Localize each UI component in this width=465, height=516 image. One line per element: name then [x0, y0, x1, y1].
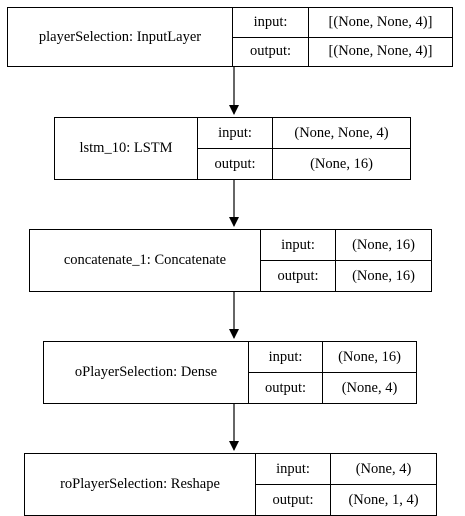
- input-label: input:: [233, 8, 309, 37]
- output-row: output: (None, 4): [249, 372, 416, 403]
- output-label: output:: [233, 37, 309, 66]
- output-shape: (None, 4): [341, 379, 398, 396]
- node-player-selection-input-layer: playerSelection: InputLayer input: [(Non…: [7, 7, 453, 67]
- input-label: input:: [256, 454, 331, 484]
- input-label: input:: [261, 230, 336, 260]
- output-label: output:: [249, 373, 323, 403]
- node-name: playerSelection: InputLayer: [8, 8, 233, 66]
- node-name: concatenate_1: Concatenate: [30, 230, 261, 291]
- input-label: input:: [249, 342, 323, 372]
- node-ro-player-selection-reshape: roPlayerSelection: Reshape input: (None,…: [24, 453, 437, 516]
- node-ports: input: [(None, None, 4)] output: [(None,…: [233, 8, 452, 66]
- input-shape: (None, 16): [352, 236, 415, 253]
- input-row: input: [(None, None, 4)]: [233, 8, 452, 37]
- output-row: output: [(None, None, 4)]: [233, 36, 452, 66]
- input-shape: (None, 16): [338, 348, 401, 365]
- node-lstm-10: lstm_10: LSTM input: (None, None, 4) out…: [54, 117, 411, 180]
- output-label: output:: [256, 485, 331, 515]
- output-shape: [(None, None, 4)]: [328, 43, 433, 60]
- input-row: input: (None, 16): [261, 230, 431, 260]
- node-name: lstm_10: LSTM: [55, 118, 198, 179]
- output-label: output:: [261, 261, 336, 291]
- node-name: roPlayerSelection: Reshape: [25, 454, 256, 515]
- node-o-player-selection-dense: oPlayerSelection: Dense input: (None, 16…: [43, 341, 417, 404]
- node-ports: input: (None, None, 4) output: (None, 16…: [198, 118, 410, 179]
- node-name: oPlayerSelection: Dense: [44, 342, 249, 403]
- node-ports: input: (None, 4) output: (None, 1, 4): [256, 454, 436, 515]
- input-shape: [(None, None, 4)]: [328, 13, 433, 30]
- output-shape: (None, 1, 4): [348, 491, 419, 508]
- input-shape: (None, None, 4): [294, 124, 389, 141]
- output-row: output: (None, 16): [261, 260, 431, 291]
- output-shape: (None, 16): [352, 267, 415, 284]
- output-label: output:: [198, 149, 273, 179]
- input-row: input: (None, None, 4): [198, 118, 410, 148]
- input-shape: (None, 4): [355, 460, 412, 477]
- input-label: input:: [198, 118, 273, 148]
- input-row: input: (None, 16): [249, 342, 416, 372]
- node-ports: input: (None, 16) output: (None, 16): [261, 230, 431, 291]
- node-ports: input: (None, 16) output: (None, 4): [249, 342, 416, 403]
- output-row: output: (None, 1, 4): [256, 484, 436, 515]
- output-row: output: (None, 16): [198, 148, 410, 179]
- node-concatenate-1: concatenate_1: Concatenate input: (None,…: [29, 229, 432, 292]
- output-shape: (None, 16): [310, 155, 373, 172]
- input-row: input: (None, 4): [256, 454, 436, 484]
